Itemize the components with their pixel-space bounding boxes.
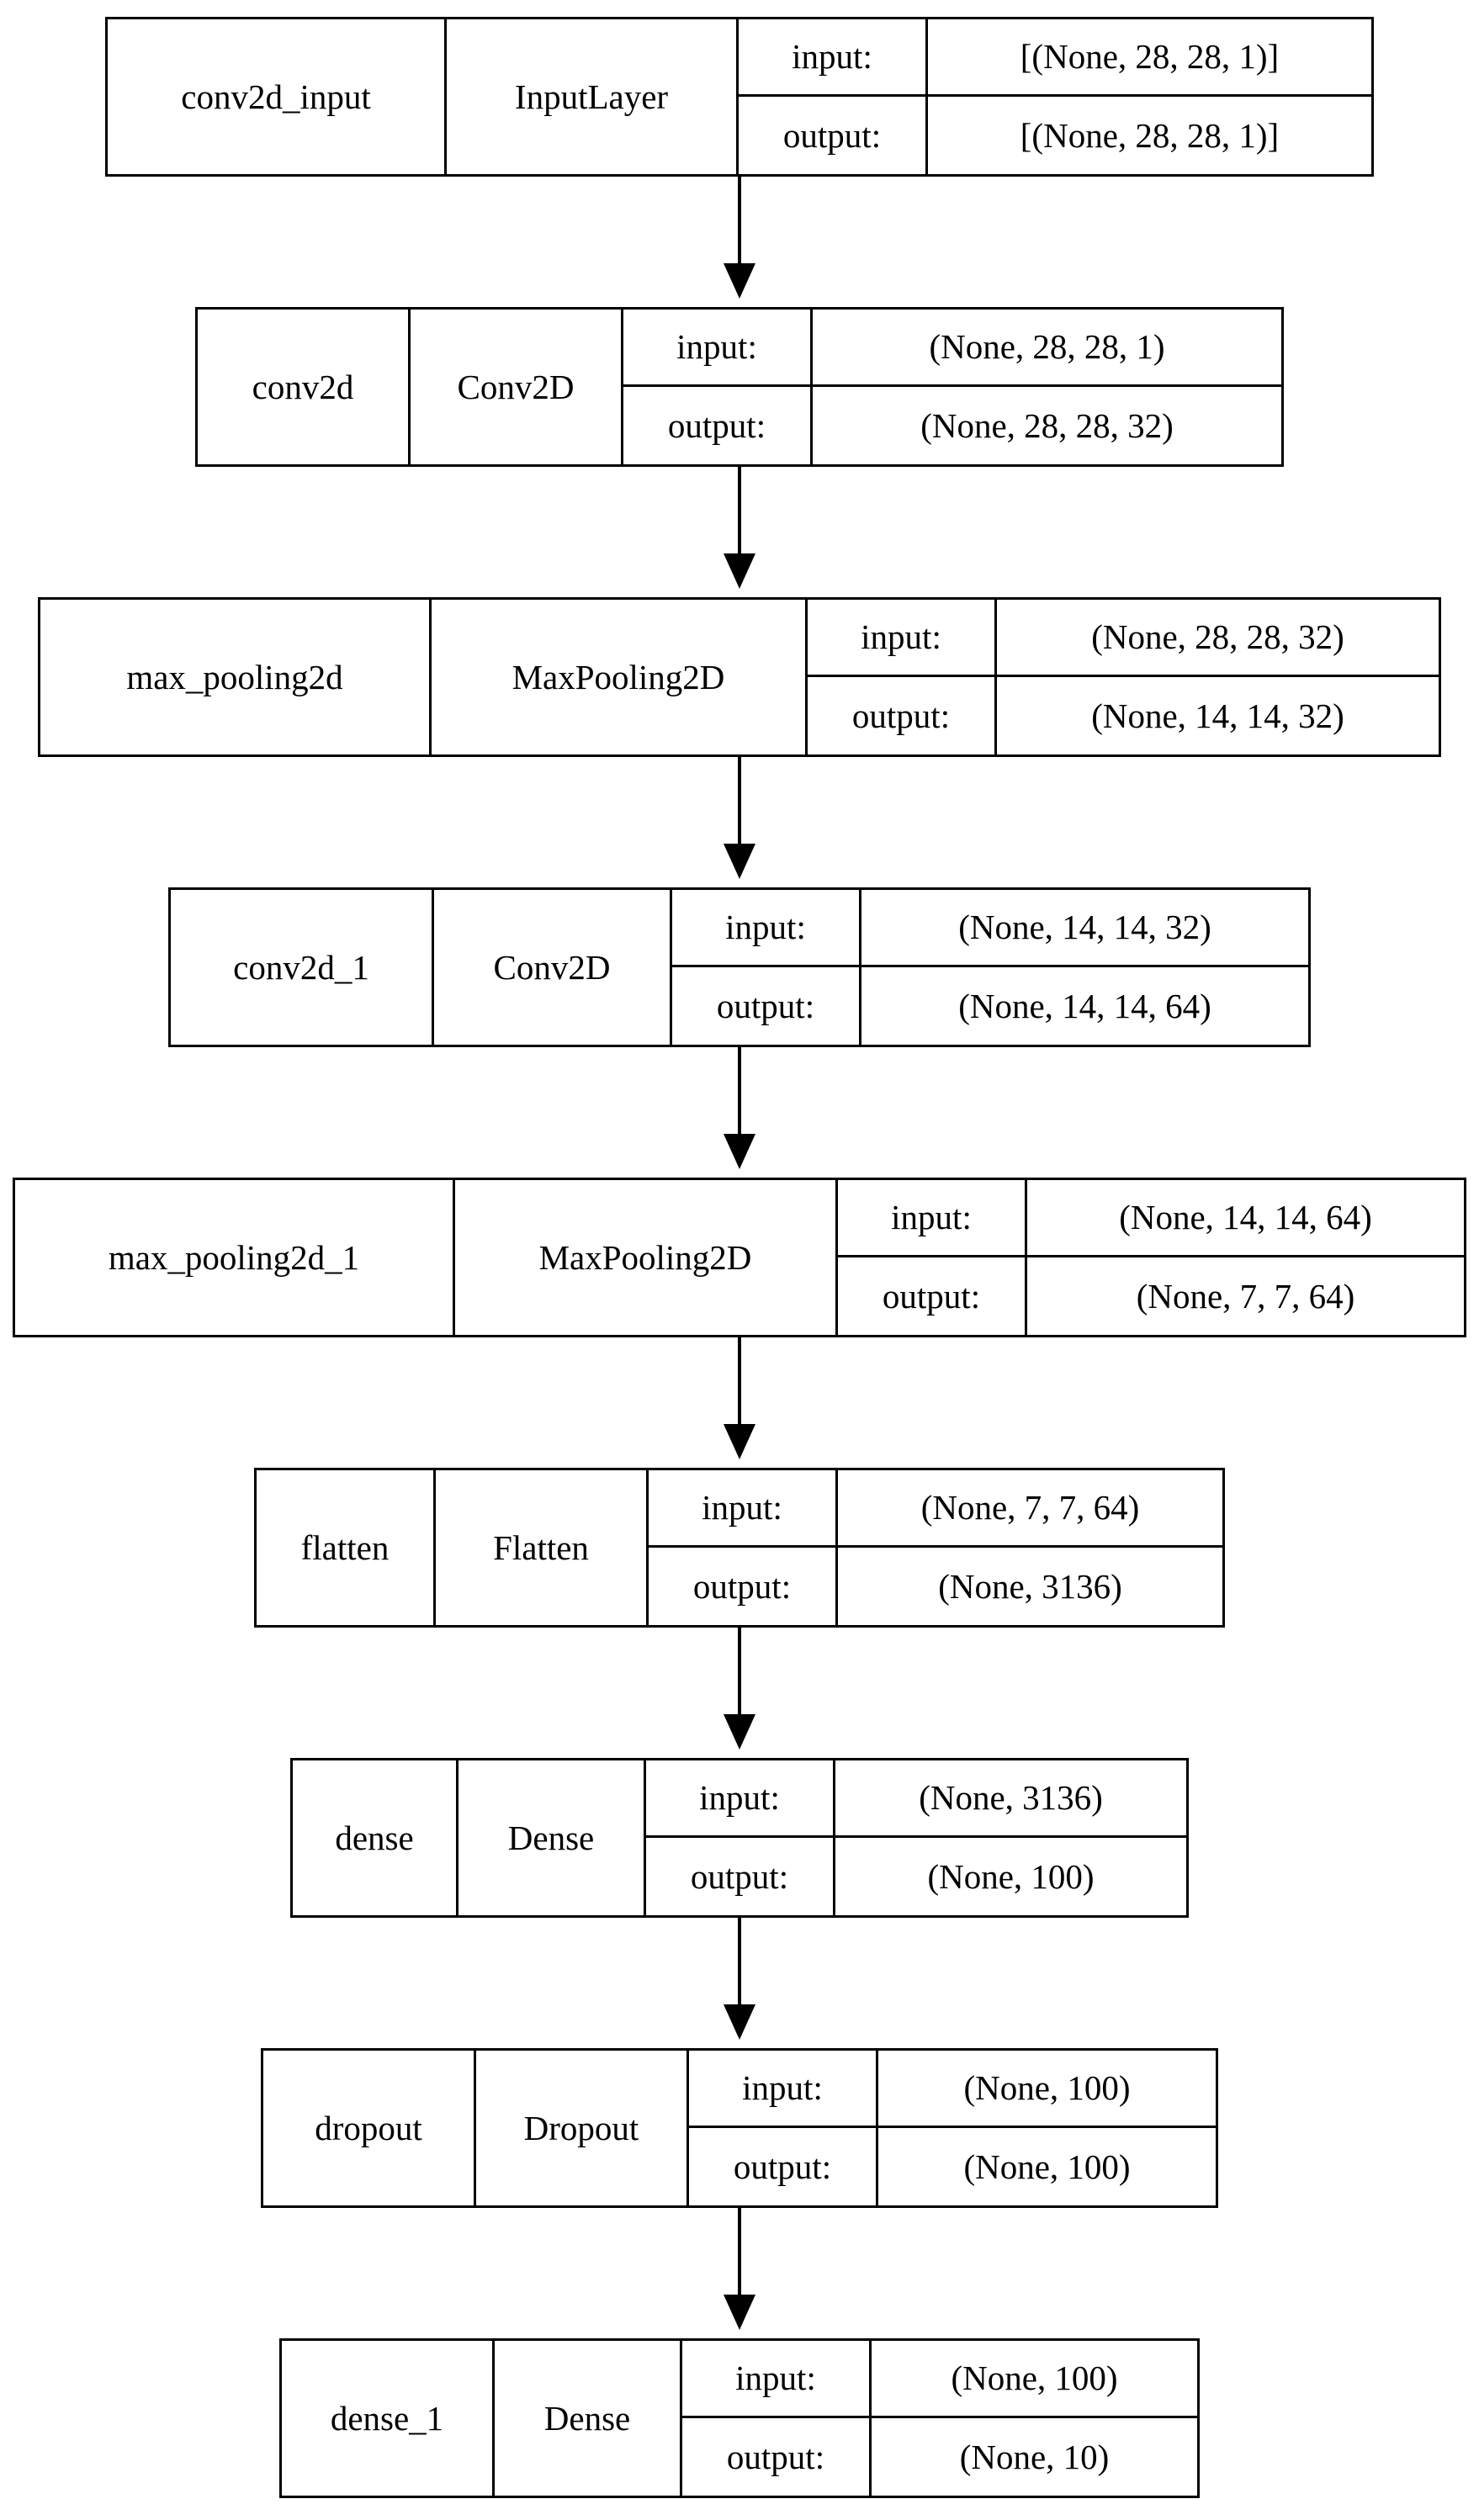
arrowhead-icon (724, 2295, 755, 2330)
io-shape-column: (None, 3136) (None, 100) (835, 1760, 1186, 1915)
io-shape-column: (None, 100) (None, 10) (872, 2341, 1197, 2496)
layer-name: conv2d (198, 310, 411, 464)
io-shape-column: (None, 28, 28, 1) (None, 28, 28, 32) (813, 310, 1281, 464)
input-shape: (None, 100) (878, 2051, 1216, 2128)
edge-line (738, 1918, 741, 2013)
output-shape: (None, 100) (927, 1856, 1095, 1896)
io-label-column: input: output: (623, 310, 813, 464)
arrowhead-icon (724, 1714, 755, 1750)
input-shape: (None, 14, 14, 32) (861, 890, 1308, 967)
arrowhead-icon (724, 1424, 755, 1459)
input-label: input: (672, 890, 859, 967)
arrowhead-icon (724, 844, 755, 879)
input-shape: (None, 28, 28, 1) (813, 310, 1281, 387)
io-shape-column: (None, 28, 28, 32) (None, 14, 14, 32) (997, 600, 1439, 754)
edge-line (738, 1628, 741, 1723)
io-shape-column: (None, 100) (None, 100) (878, 2051, 1216, 2205)
layer-name: max_pooling2d (40, 600, 432, 754)
layer-name: flatten (257, 1470, 436, 1625)
arrowhead-icon (724, 2004, 755, 2040)
output-label: output: (733, 2147, 832, 2186)
input-label: input: (739, 19, 925, 97)
edge-line (738, 177, 741, 272)
layer-type: Dropout (476, 2051, 689, 2205)
edge-line (738, 757, 741, 852)
edge-line (738, 1337, 741, 1432)
edge-line (738, 2208, 741, 2303)
layer-type: Conv2D (434, 890, 672, 1045)
input-shape: (None, 7, 7, 64) (838, 1470, 1222, 1548)
arrowhead-icon (724, 553, 755, 589)
layer-name: conv2d_1 (171, 890, 434, 1045)
output-shape: [(None, 28, 28, 1)] (1020, 115, 1280, 155)
layer-type: Dense (495, 2341, 682, 2496)
input-shape: (None, 100) (872, 2341, 1197, 2418)
arrowhead-icon (724, 263, 755, 299)
io-shape-column: (None, 14, 14, 64) (None, 7, 7, 64) (1027, 1180, 1464, 1335)
io-label-column: input: output: (838, 1180, 1027, 1335)
input-label: input: (838, 1180, 1025, 1257)
io-label-column: input: output: (808, 600, 997, 754)
io-label-column: input: output: (682, 2341, 872, 2496)
output-shape: (None, 14, 14, 32) (1091, 696, 1344, 735)
output-shape: (None, 3136) (938, 1566, 1122, 1606)
edge-line (738, 1047, 741, 1142)
output-shape: (None, 10) (959, 2437, 1110, 2476)
layer-type: MaxPooling2D (432, 600, 808, 754)
output-label: output: (851, 696, 951, 735)
input-label: input: (649, 1470, 835, 1548)
layer-type: Flatten (436, 1470, 649, 1625)
layer-name: conv2d_input (108, 19, 447, 174)
output-shape: (None, 100) (963, 2147, 1131, 2186)
input-label: input: (623, 310, 810, 387)
io-label-column: input: output: (646, 1760, 835, 1915)
io-shape-column: (None, 14, 14, 32) (None, 14, 14, 64) (861, 890, 1308, 1045)
output-label: output: (882, 1276, 981, 1316)
output-label: output: (667, 405, 766, 445)
io-label-column: input: output: (689, 2051, 878, 2205)
output-shape: (None, 14, 14, 64) (958, 986, 1211, 1025)
output-label: output: (782, 115, 882, 155)
output-shape: (None, 7, 7, 64) (1136, 1276, 1355, 1316)
output-shape: (None, 28, 28, 32) (920, 405, 1174, 445)
layer-name: dense_1 (282, 2341, 495, 2496)
edge-line (738, 467, 741, 562)
layer-name: max_pooling2d_1 (15, 1180, 455, 1335)
input-label: input: (646, 1760, 833, 1838)
input-label: input: (689, 2051, 876, 2128)
layer-type: Dense (459, 1760, 646, 1915)
output-label: output: (716, 986, 815, 1025)
io-shape-column: [(None, 28, 28, 1)] [(None, 28, 28, 1)] (928, 19, 1371, 174)
output-label: output: (692, 1566, 792, 1606)
layer-name: dense (293, 1760, 459, 1915)
input-label: input: (682, 2341, 869, 2418)
input-label: input: (808, 600, 994, 677)
io-label-column: input: output: (649, 1470, 838, 1625)
input-shape: (None, 28, 28, 32) (997, 600, 1439, 677)
input-shape: (None, 14, 14, 64) (1027, 1180, 1464, 1257)
layer-name: dropout (263, 2051, 476, 2205)
output-label: output: (690, 1856, 789, 1896)
io-label-column: input: output: (672, 890, 861, 1045)
arrowhead-icon (724, 1134, 755, 1169)
io-shape-column: (None, 7, 7, 64) (None, 3136) (838, 1470, 1222, 1625)
output-label: output: (726, 2437, 825, 2476)
layer-type: MaxPooling2D (455, 1180, 838, 1335)
layer-type: InputLayer (447, 19, 739, 174)
input-shape: [(None, 28, 28, 1)] (928, 19, 1371, 97)
layer-type: Conv2D (411, 310, 623, 464)
io-label-column: input: output: (739, 19, 928, 174)
input-shape: (None, 3136) (835, 1760, 1186, 1838)
